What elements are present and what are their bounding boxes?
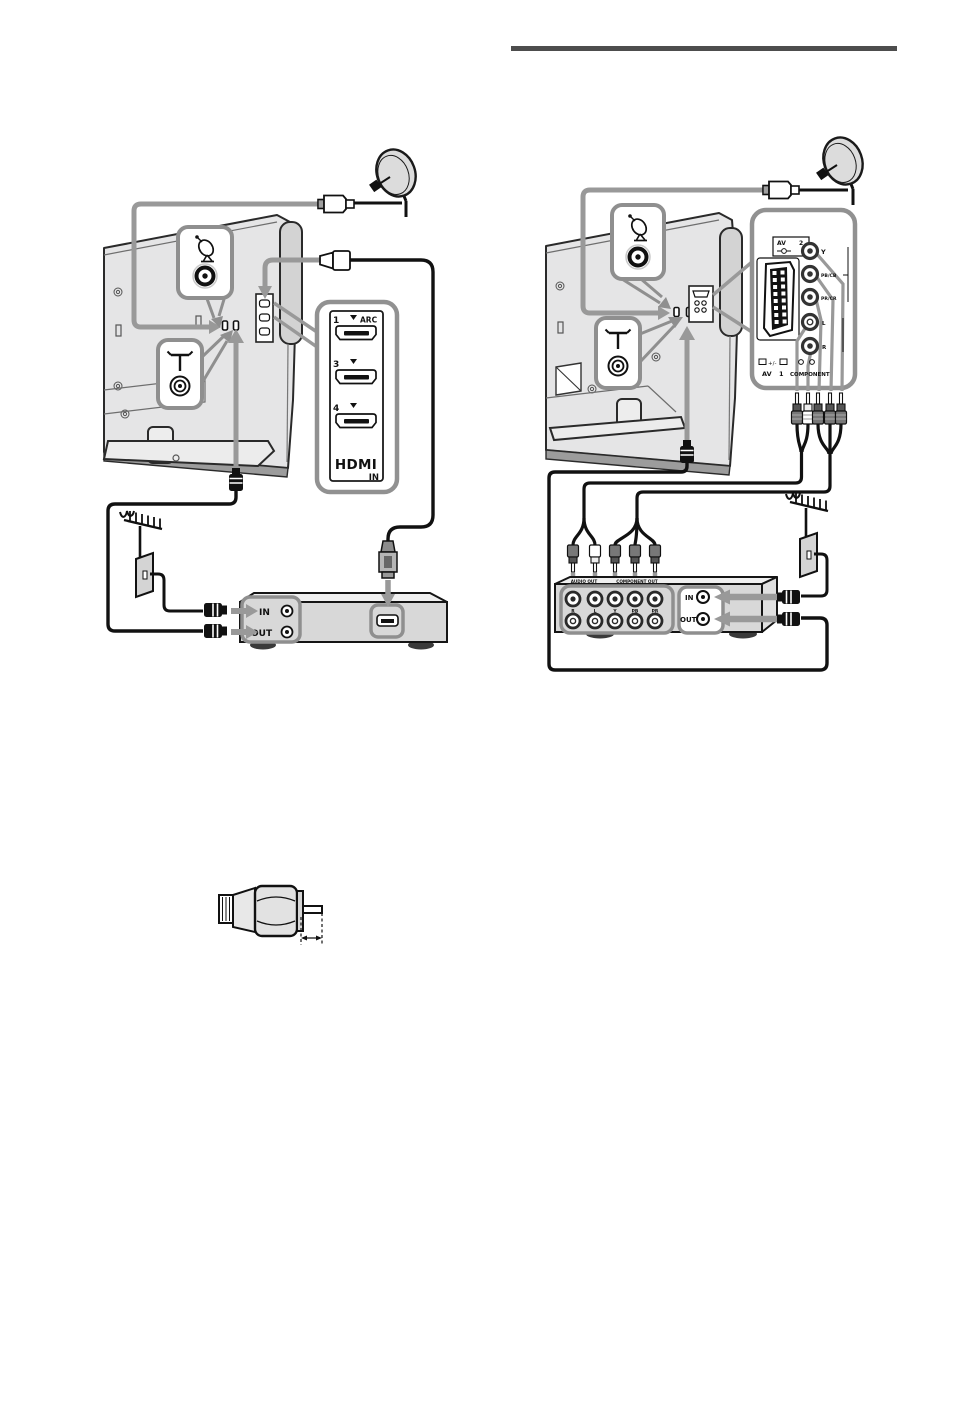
- set-top-box-right: AUDIO OUT COMPONENT OUT R L Y PB PR: [554, 576, 778, 639]
- stb-in-label: IN: [259, 608, 270, 618]
- hdmi-port-icon: [335, 413, 377, 429]
- scart-connector-icon: [756, 257, 800, 341]
- stb-jack-pr: PR: [652, 609, 659, 615]
- leader-lines: [272, 301, 319, 349]
- f-socket-icon: [191, 262, 219, 290]
- callout-antenna-input: [156, 330, 233, 410]
- coax-socket-icon: [607, 355, 629, 377]
- left-diagram: 1 ARC 3 4 HDMI IN: [102, 142, 448, 650]
- hdmi-cable: [258, 250, 435, 542]
- stb-out-arrow: [714, 611, 801, 627]
- tv-av-side-ports: [688, 285, 714, 323]
- satellite-cable: [131, 194, 355, 334]
- hdmi-arc-label: ARC: [360, 316, 378, 325]
- f-type-plug-icon: [762, 180, 800, 200]
- av2-number: 2: [799, 240, 803, 247]
- component-jacks: [800, 241, 820, 356]
- hdmi-port1-number: 1: [333, 316, 339, 326]
- satellite-cable: [580, 180, 800, 320]
- antenna-rf-arrow: [106, 329, 244, 633]
- stb-jack-r: R: [571, 609, 575, 615]
- stb-hdmi-port: [369, 603, 405, 639]
- callout-satellite-input: [176, 225, 234, 328]
- stb-component-out-label: COMPONENT OUT: [616, 579, 658, 584]
- set-top-box-left: IN OUT: [239, 592, 448, 650]
- stb-out-label: OUT: [680, 616, 697, 624]
- stb-in-connector: [203, 602, 258, 618]
- component-cable-plugs: [571, 392, 848, 546]
- antenna-wall-cable: [801, 552, 829, 598]
- label-r: R: [822, 345, 827, 351]
- hdmi-logo-in: IN: [369, 473, 379, 483]
- tv-hdmi-side-ports: [255, 293, 274, 343]
- rooftop-antenna-icon: [118, 509, 164, 599]
- hdmi-plug-icon: [319, 250, 351, 271]
- rooftop-antenna-icon: [784, 491, 830, 579]
- av2-panel: AV 2: [749, 207, 858, 392]
- satellite-dish-icon: [353, 142, 424, 219]
- stb-audio-out-label: AUDIO OUT: [571, 579, 598, 584]
- sat-port: [673, 306, 680, 318]
- hdmi-port-icon: [335, 325, 377, 341]
- callout-antenna-input: [594, 316, 683, 390]
- stb-out-connector: [203, 623, 258, 639]
- av1-number: 1: [779, 370, 784, 378]
- stb-jack-pb: PB: [632, 609, 639, 615]
- label-pb: PB/CB: [821, 273, 837, 279]
- coax-connector-drawing: [218, 884, 323, 945]
- satellite-dish-icon: [798, 130, 871, 207]
- section-heading-rule: [511, 46, 897, 51]
- label-pr: PR/CR: [821, 296, 837, 302]
- hdmi-port4-number: 4: [333, 404, 339, 414]
- stb-av-jack-panel: R L Y PB PR: [559, 584, 675, 635]
- sat-port: [221, 320, 229, 331]
- tv-side-edge: [279, 221, 303, 345]
- stb-in-arrow: [714, 589, 801, 605]
- label-l: L: [822, 321, 826, 327]
- av1-label: AV: [762, 370, 772, 378]
- coax-socket-icon: [169, 375, 191, 397]
- rf-loop-label: +/-: [768, 361, 776, 367]
- tv-stand-base: [102, 440, 276, 468]
- stb-jack-l: L: [594, 609, 597, 615]
- stb-rf-panel: IN OUT: [240, 595, 302, 644]
- stb-out-label: OUT: [251, 629, 273, 639]
- hdmi-logo: HDMI: [335, 457, 377, 473]
- hdmi-in-panel: 1 ARC 3 4 HDMI IN: [314, 299, 400, 495]
- label-y: Y: [820, 248, 826, 256]
- callout-satellite-input: [610, 203, 671, 309]
- right-diagram: AV 2: [545, 130, 871, 672]
- leader-lines: [711, 260, 754, 334]
- stb-jack-y: Y: [612, 609, 617, 615]
- f-type-plug-icon: [317, 194, 355, 214]
- f-socket-icon: [624, 243, 652, 271]
- stb-hdmi-plug: [378, 540, 398, 607]
- hdmi-port3-number: 3: [333, 360, 339, 370]
- stb-in-label: IN: [685, 594, 694, 602]
- screw-icon: [113, 287, 130, 419]
- av2-label: AV: [777, 240, 786, 247]
- antenna-rf-arrow: [547, 326, 829, 672]
- hdmi-port-icon: [335, 369, 377, 385]
- leader-lines: [795, 251, 845, 392]
- stb-rf-panel: IN OUT: [677, 585, 725, 635]
- ant-port: [232, 320, 240, 331]
- component-label: COMPONENT: [790, 372, 830, 378]
- antenna-wall-cable: [150, 572, 203, 613]
